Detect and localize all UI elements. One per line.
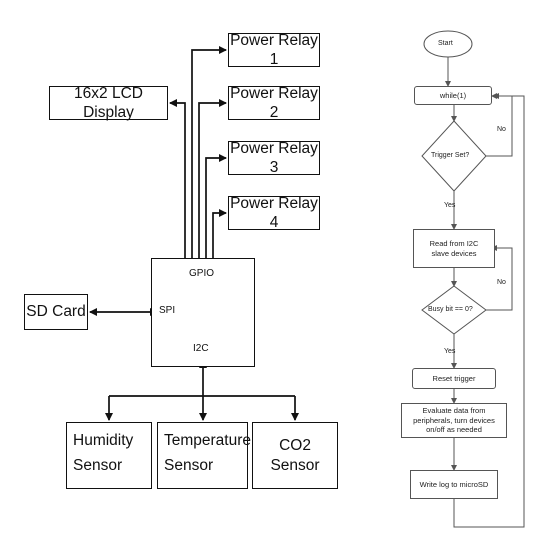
co2-sensor-label: CO2 Sensor bbox=[270, 437, 320, 474]
humidity-sensor-box: Humidity Sensor bbox=[66, 422, 152, 489]
sd-card-box: SD Card bbox=[24, 294, 88, 330]
while-loop-label: while(1) bbox=[439, 90, 467, 100]
reset-trigger-label: Reset trigger bbox=[432, 373, 476, 383]
power-relay-3-box: Power Relay 3 bbox=[228, 139, 320, 176]
flowchart-arrows bbox=[445, 57, 525, 528]
read-i2c-box: Read from I2C slave devices bbox=[413, 229, 495, 268]
trigger-no-label: No bbox=[497, 126, 506, 133]
while-loop-box: while(1) bbox=[414, 86, 492, 105]
gpio-port-label: GPIO bbox=[189, 268, 215, 279]
write-log-box: Write log to microSD bbox=[410, 470, 498, 499]
temperature-sensor-label: Temperature Sensor bbox=[164, 432, 252, 474]
power-relay-2-box: Power Relay 2 bbox=[228, 84, 320, 121]
power-relay-2-label: Power Relay 2 bbox=[230, 84, 318, 121]
busy-no-label: No bbox=[497, 279, 506, 286]
lcd-display-box: 16x2 LCD Display bbox=[49, 84, 168, 121]
power-relay-3-label: Power Relay 3 bbox=[230, 139, 318, 176]
write-log-label: Write log to microSD bbox=[419, 479, 489, 489]
busy-yes-label: Yes bbox=[444, 348, 456, 355]
i2c-port-label: I2C bbox=[193, 343, 209, 354]
trigger-set-decision-label: Trigger Set? bbox=[431, 152, 470, 159]
temperature-sensor-box: Temperature Sensor bbox=[157, 422, 252, 489]
power-relay-1-label: Power Relay 1 bbox=[230, 31, 318, 68]
start-terminal-label: Start bbox=[438, 40, 453, 47]
busy-bit-decision-label: Busy bit == 0? bbox=[428, 306, 473, 313]
co2-sensor-box: CO2 Sensor bbox=[252, 422, 338, 489]
reset-trigger-box: Reset trigger bbox=[412, 368, 496, 389]
read-i2c-label: Read from I2C slave devices bbox=[429, 239, 479, 258]
humidity-sensor-label: Humidity Sensor bbox=[73, 432, 134, 474]
evaluate-data-label: Evaluate data from peripherals, turn dev… bbox=[413, 406, 495, 435]
microcontroller-box: GPIO SPI I2C bbox=[151, 258, 255, 367]
lcd-display-label: 16x2 LCD Display bbox=[74, 84, 143, 121]
flowchart-shapes bbox=[421, 30, 487, 335]
power-relay-4-label: Power Relay 4 bbox=[230, 194, 318, 231]
power-relay-1-box: Power Relay 1 bbox=[228, 31, 320, 68]
spi-port-label: SPI bbox=[159, 305, 176, 316]
sd-card-label: SD Card bbox=[26, 303, 86, 321]
power-relay-4-box: Power Relay 4 bbox=[228, 194, 320, 231]
gpio-relay-lines bbox=[89, 46, 299, 421]
trigger-yes-label: Yes bbox=[444, 202, 456, 209]
evaluate-data-box: Evaluate data from peripherals, turn dev… bbox=[401, 403, 507, 438]
